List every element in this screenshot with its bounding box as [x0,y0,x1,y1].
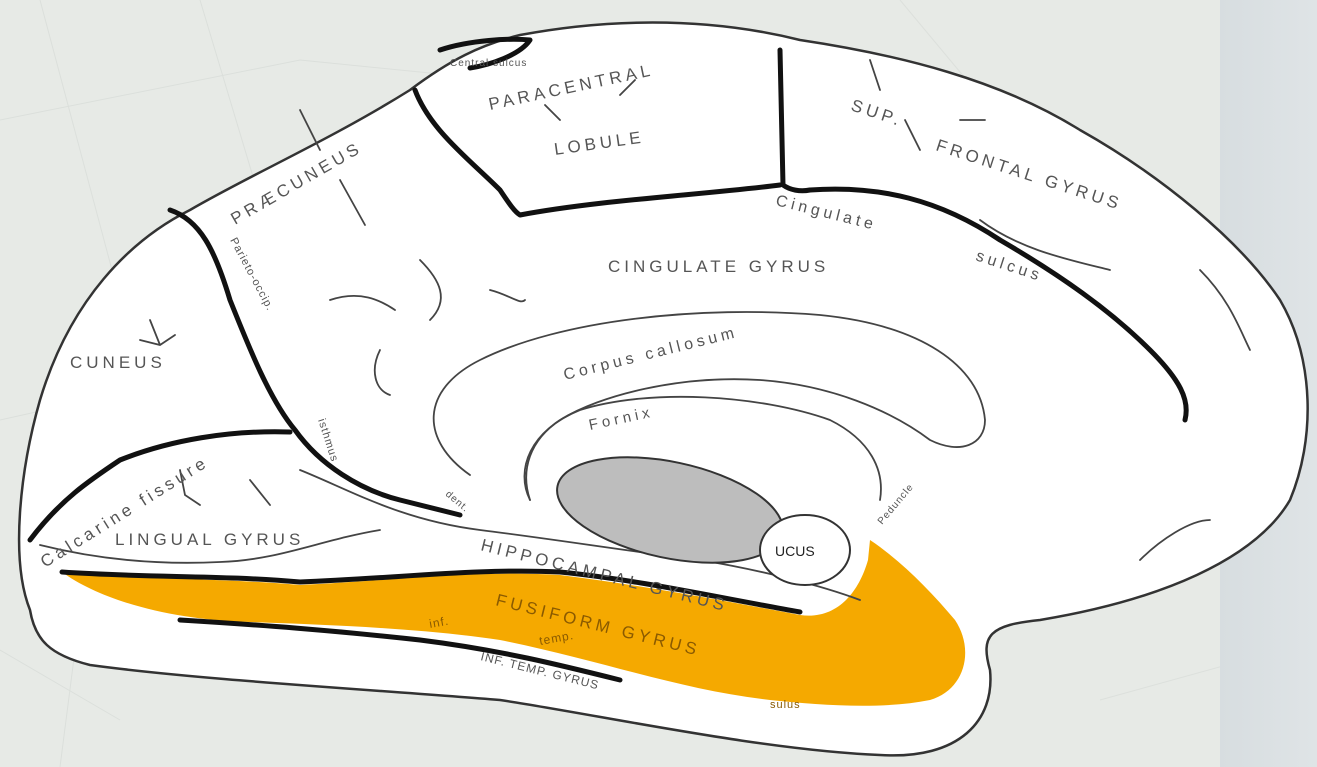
label-cuneus: CUNEUS [70,353,166,372]
label-uncus: UCUS [775,543,815,559]
label-central-sulcus: Central sulcus [450,58,527,69]
label-cingulate-gyrus: CINGULATE GYRUS [608,257,829,276]
label-lingual-gyrus: LINGUAL GYRUS [115,530,304,549]
label-sulcus-short: sulus [770,699,801,711]
